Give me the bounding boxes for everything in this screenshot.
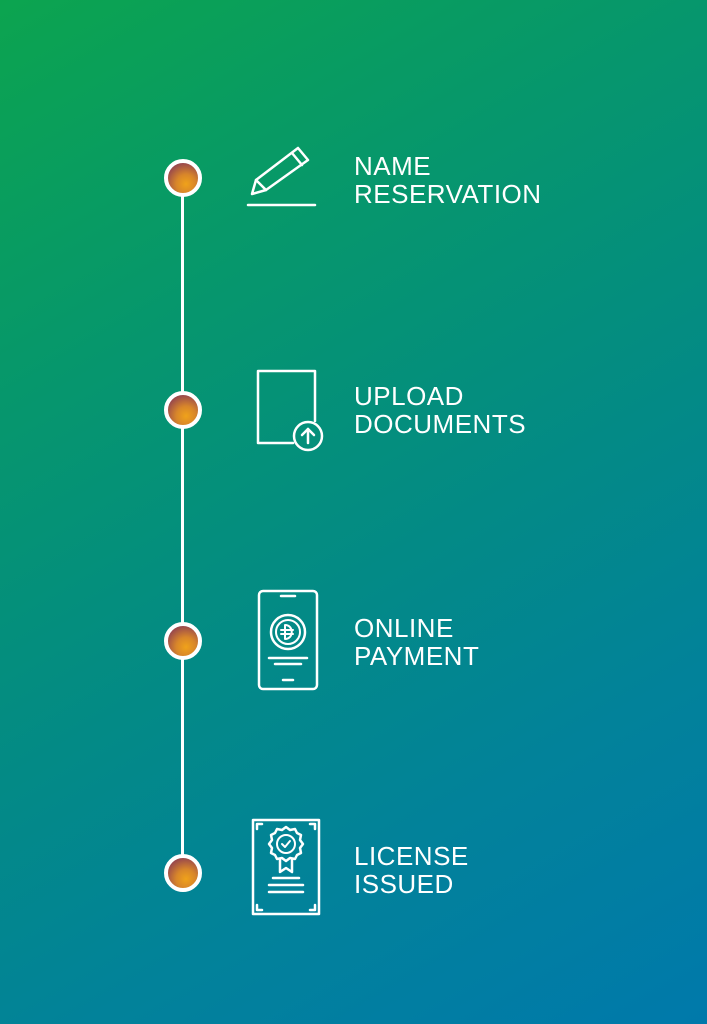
pencil-icon bbox=[246, 144, 318, 210]
step-label-line-1: NAME bbox=[354, 151, 432, 181]
mobile-payment-icon bbox=[257, 589, 321, 693]
certificate-icon bbox=[251, 818, 323, 916]
step-label-name-reservation: NAME RESERVATION bbox=[354, 152, 542, 208]
step-label-line-1: UPLOAD bbox=[354, 381, 464, 411]
step-label-line-2: ISSUED bbox=[354, 869, 454, 899]
step-label-line-2: PAYMENT bbox=[354, 641, 480, 671]
step-label-online-payment: ONLINE PAYMENT bbox=[354, 614, 479, 670]
document-upload-icon bbox=[255, 368, 325, 454]
step-label-line-1: LICENSE bbox=[354, 841, 469, 871]
step-label-line-1: ONLINE bbox=[354, 613, 454, 643]
step-label-line-2: RESERVATION bbox=[354, 179, 542, 209]
step-label-upload-documents: UPLOAD DOCUMENTS bbox=[354, 382, 526, 438]
timeline-dot-3 bbox=[164, 622, 202, 660]
step-label-line-2: DOCUMENTS bbox=[354, 409, 527, 439]
timeline-line bbox=[181, 180, 184, 875]
timeline-dot-4 bbox=[164, 854, 202, 892]
timeline-dot-1 bbox=[164, 159, 202, 197]
timeline-dot-2 bbox=[164, 391, 202, 429]
step-label-license-issued: LICENSE ISSUED bbox=[354, 842, 469, 898]
